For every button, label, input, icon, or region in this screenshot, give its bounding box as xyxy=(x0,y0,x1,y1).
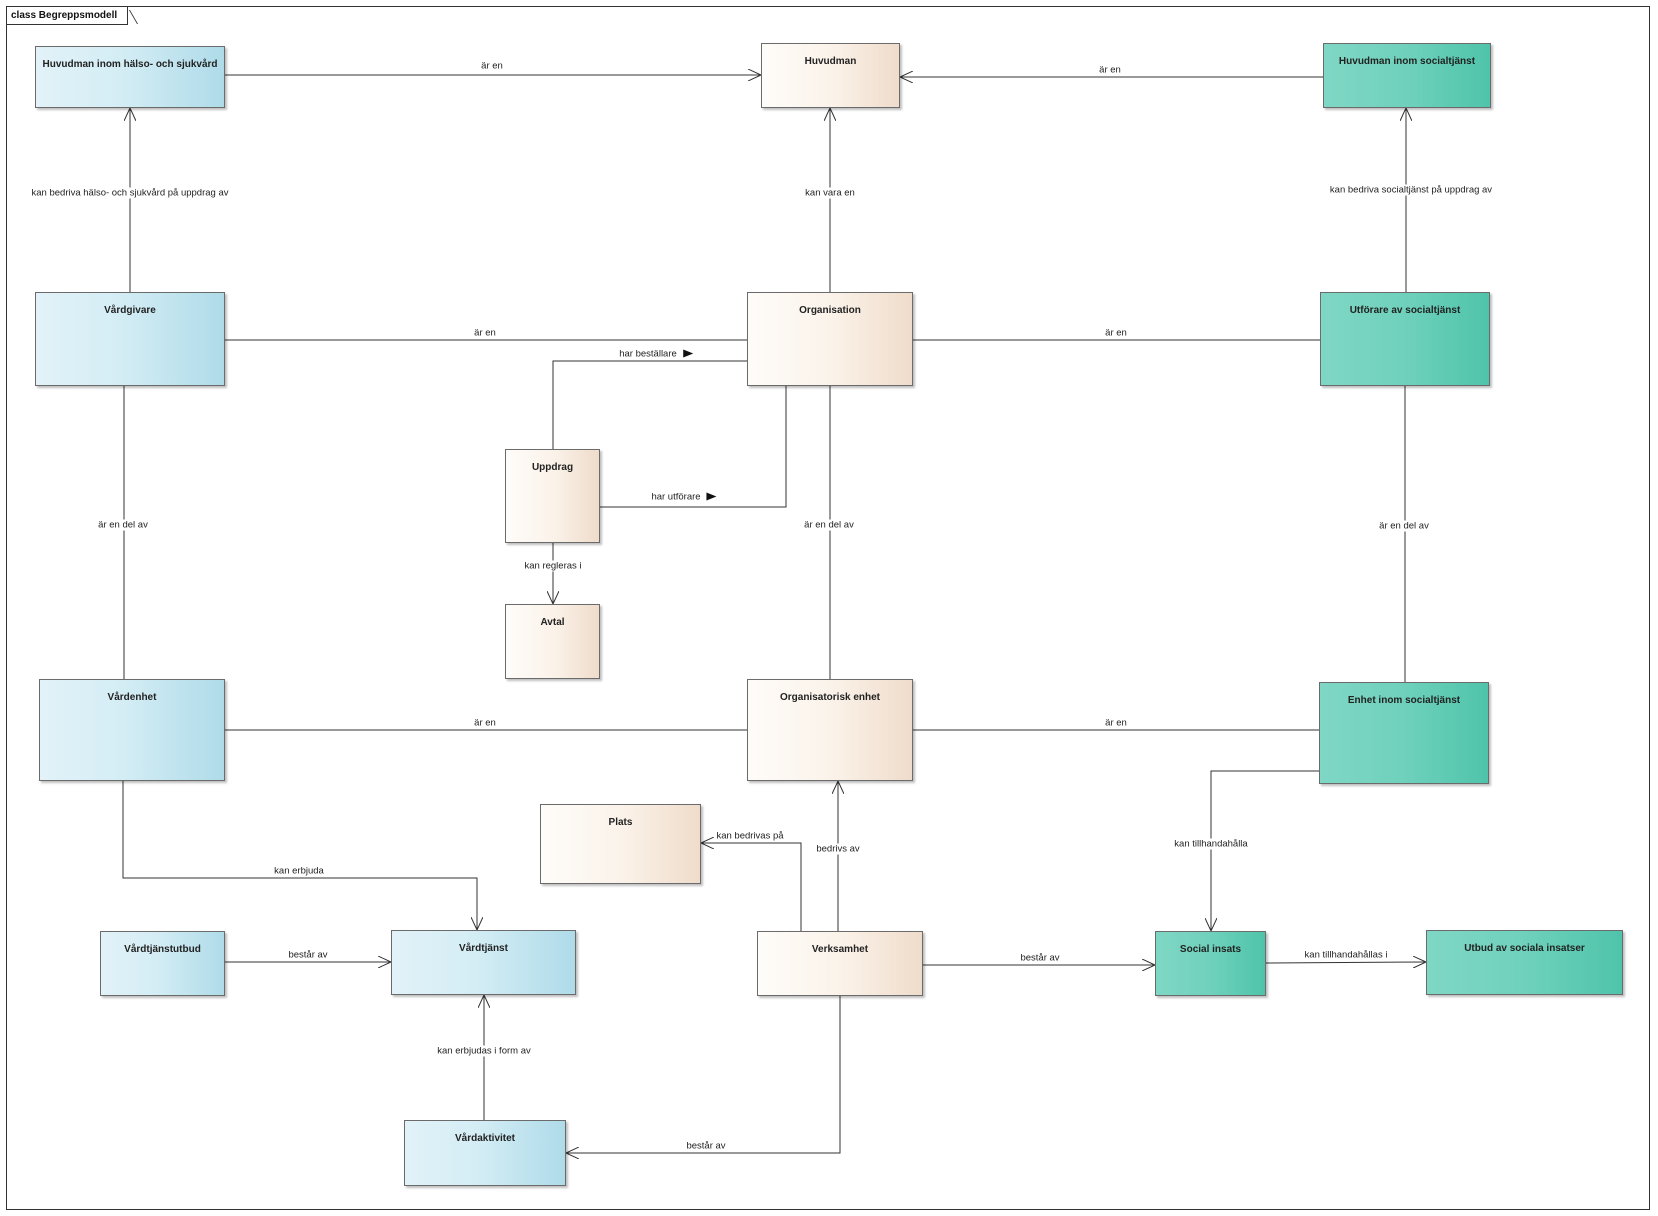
label-utf-ar-en: är en xyxy=(1104,327,1128,339)
label-vg-kan-bedriva: kan bedriva hälso- och sjukvård på uppdr… xyxy=(30,187,230,199)
class-vardenhet[interactable]: Vårdenhet xyxy=(39,679,225,781)
label-vg-ar-en: är en xyxy=(473,327,497,339)
label-es-del-av: är en del av xyxy=(1378,520,1430,532)
label-es-ar-en: är en xyxy=(1104,717,1128,729)
edge-kan-tillhandahalla xyxy=(1211,770,1319,931)
label-har-utforare: har utförare xyxy=(650,491,718,503)
label-oe-del-av: är en del av xyxy=(803,519,855,531)
label-vtu-bestar-av: består av xyxy=(287,949,329,961)
label-vg-del-av: är en del av xyxy=(97,519,149,531)
class-vardgivare[interactable]: Vårdgivare xyxy=(35,292,225,386)
label-utf-kan-bedriva: kan bedriva socialtjänst på uppdrag av xyxy=(1328,184,1494,196)
label-kan-tillhandahalla: kan tillhandahålla xyxy=(1173,838,1249,850)
class-uppdrag[interactable]: Uppdrag xyxy=(505,449,600,543)
class-verksamhet[interactable]: Verksamhet xyxy=(757,931,923,996)
class-organisation[interactable]: Organisation xyxy=(747,292,913,386)
label-kan-regleras: kan regleras i xyxy=(523,560,583,572)
edge-kan-tillhandahallas-i xyxy=(1265,962,1426,963)
label-org-kan-vara: kan vara en xyxy=(804,187,856,199)
label-kan-tillhandahallas-i: kan tillhandahållas i xyxy=(1303,949,1389,961)
label-kan-erbjudas-i-form-av: kan erbjudas i form av xyxy=(436,1045,532,1057)
label-verk-bestar-av: består av xyxy=(1019,952,1061,964)
edge-kan-bedrivas-pa xyxy=(701,843,802,931)
class-avtal[interactable]: Avtal xyxy=(505,604,600,679)
edge-vakt-bestar-av xyxy=(566,995,841,1153)
label-kan-erbjuda: kan erbjuda xyxy=(273,865,325,877)
label-har-bestallare: har beställare xyxy=(618,348,694,360)
label-bedrivs-av: bedrivs av xyxy=(815,843,861,855)
direction-arrow-icon xyxy=(682,349,693,358)
class-social-insats[interactable]: Social insats xyxy=(1155,931,1266,996)
class-vardtjanstutbud[interactable]: Vårdtjänstutbud xyxy=(100,931,225,996)
class-huvudman-halso-sjukvard[interactable]: Huvudman inom hälso- och sjukvård xyxy=(35,46,225,108)
class-utforare-socialtjanst[interactable]: Utförare av socialtjänst xyxy=(1320,292,1490,386)
class-organisatorisk-enhet[interactable]: Organisatorisk enhet xyxy=(747,679,913,781)
class-utbud-sociala-insatser[interactable]: Utbud av sociala insatser xyxy=(1426,930,1623,995)
direction-arrow-icon xyxy=(706,492,717,501)
label-hs-ar-en: är en xyxy=(480,60,504,72)
class-huvudman-socialtjanst[interactable]: Huvudman inom socialtjänst xyxy=(1323,43,1491,108)
edge-har-utforare xyxy=(600,386,787,508)
label-vakt-bestar-av: består av xyxy=(685,1140,727,1152)
class-vardtjanst[interactable]: Vårdtjänst xyxy=(391,930,576,995)
class-enhet-socialtjanst[interactable]: Enhet inom socialtjänst xyxy=(1319,682,1489,784)
label-ve-ar-en: är en xyxy=(473,717,497,729)
class-plats[interactable]: Plats xyxy=(540,804,701,884)
label-soc-ar-en: är en xyxy=(1098,64,1122,76)
class-huvudman[interactable]: Huvudman xyxy=(761,43,900,108)
edge-kan-erbjuda xyxy=(122,781,477,930)
edge-har-bestallare xyxy=(552,360,747,449)
label-kan-bedrivas-pa: kan bedrivas på xyxy=(715,830,785,842)
class-vardaktivitet[interactable]: Vårdaktivitet xyxy=(404,1120,566,1186)
frame-title: class Begreppsmodell xyxy=(7,7,129,25)
diagram-frame: class Begreppsmodell xyxy=(6,6,1650,1210)
